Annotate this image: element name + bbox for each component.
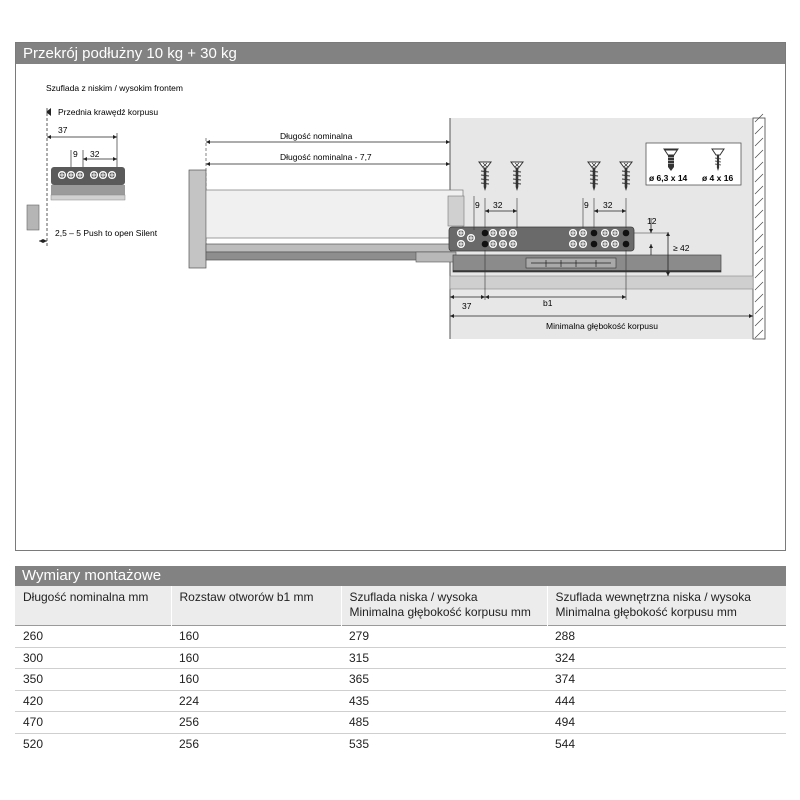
cell-min-depth: 315 <box>341 646 547 669</box>
technical-drawing: Szuflada z niskim / wysokim frontem Prze… <box>26 83 766 340</box>
table-row: 470 256 485 494 <box>15 711 786 734</box>
dim-12: 12 <box>647 216 657 226</box>
header-hole-spacing: Rozstaw otworów b1 mm <box>170 586 341 626</box>
cell-nominal-length: 520 <box>15 732 171 755</box>
table-row: 420 224 435 444 <box>15 689 786 712</box>
cell-hole-spacing: 256 <box>171 711 341 734</box>
cell-hole-spacing: 160 <box>171 668 341 691</box>
screw-large-icon <box>663 148 679 171</box>
label-min-depth: Minimalna głębokość korpusu <box>546 321 658 331</box>
cell-inner-min-depth: 374 <box>547 668 786 691</box>
screw-size-large: ø 6,3 x 14 <box>649 173 688 183</box>
cell-nominal-length: 420 <box>15 689 171 712</box>
cell-min-depth: 435 <box>341 689 547 712</box>
screw-size-small: ø 4 x 16 <box>702 173 733 183</box>
cell-min-depth: 485 <box>341 711 547 734</box>
table-row: 260 160 279 288 <box>15 625 786 648</box>
header-nominal-length: Długość nominalna mm <box>15 586 171 626</box>
cell-hole-spacing: 160 <box>171 625 341 648</box>
label-nominal-length: Długość nominalna <box>280 131 353 141</box>
cell-min-depth: 279 <box>341 625 547 648</box>
front-edge-arrow <box>46 108 51 116</box>
cabinet-bottom <box>449 275 754 290</box>
drawer-bottom <box>205 243 452 253</box>
front-panel <box>26 204 40 231</box>
table-row: 300 160 315 324 <box>15 646 786 669</box>
drawer-front <box>188 169 207 269</box>
cell-inner-min-depth: 444 <box>547 689 786 712</box>
detail-main: Długość nominalna Długość nominalna - 7,… <box>188 113 766 340</box>
drawer-box <box>205 189 464 239</box>
section-title-cross-section: Przekrój podłużny 10 kg + 30 kg <box>16 43 785 64</box>
dim-37-main: 37 <box>462 301 472 311</box>
label-push-to-open: 2,5 – 5 Push to open Silent <box>55 228 158 238</box>
cell-min-depth: 535 <box>341 732 547 755</box>
table-row: 520 256 535 544 <box>15 732 786 755</box>
cell-hole-spacing: 224 <box>171 689 341 712</box>
label-drawer-type: Szuflada z niskim / wysokim frontem <box>46 83 183 93</box>
table-row: 350 160 365 374 <box>15 668 786 691</box>
screw-small-icon <box>711 148 725 171</box>
cell-inner-min-depth: 324 <box>547 646 786 669</box>
cell-nominal-length: 260 <box>15 625 171 648</box>
cabinet-back <box>752 117 766 340</box>
cell-inner-min-depth: 288 <box>547 625 786 648</box>
dim-9-a: 9 <box>475 200 480 210</box>
section-cross-section: Przekrój podłużny 10 kg + 30 kg Szufl <box>15 42 786 551</box>
cell-hole-spacing: 256 <box>171 732 341 755</box>
label-front-edge: Przednia krawędź korpusu <box>58 107 158 117</box>
cell-nominal-length: 470 <box>15 711 171 734</box>
cell-inner-min-depth: 494 <box>547 711 786 734</box>
cell-inner-min-depth: 544 <box>547 732 786 755</box>
dim-32-left: 32 <box>90 149 100 159</box>
dim-32-b: 32 <box>603 200 613 210</box>
screw-legend <box>645 142 742 186</box>
label-nominal-length-minus: Długość nominalna - 7,7 <box>280 152 372 162</box>
dim-9-left: 9 <box>73 149 78 159</box>
dim-9-b: 9 <box>584 200 589 210</box>
cell-nominal-length: 300 <box>15 646 171 669</box>
cell-hole-spacing: 160 <box>171 646 341 669</box>
cell-min-depth: 365 <box>341 668 547 691</box>
dim-ge-42: ≥ 42 <box>673 243 690 253</box>
detail-left: Szuflada z niskim / wysokim frontem Prze… <box>26 83 183 248</box>
cell-nominal-length: 350 <box>15 668 171 691</box>
table-header-row: Długość nominalna mm Rozstaw otworów b1 … <box>15 586 786 626</box>
section-title-mounting: Wymiary montażowe <box>15 566 786 586</box>
dim-b1: b1 <box>543 298 553 308</box>
dim-32-a: 32 <box>493 200 503 210</box>
dimensions-table: Długość nominalna mm Rozstaw otworów b1 … <box>15 586 786 755</box>
dim-37-left: 37 <box>58 125 68 135</box>
section-mounting-dimensions: Wymiary montażowe Długość nominalna mm R… <box>15 566 786 760</box>
